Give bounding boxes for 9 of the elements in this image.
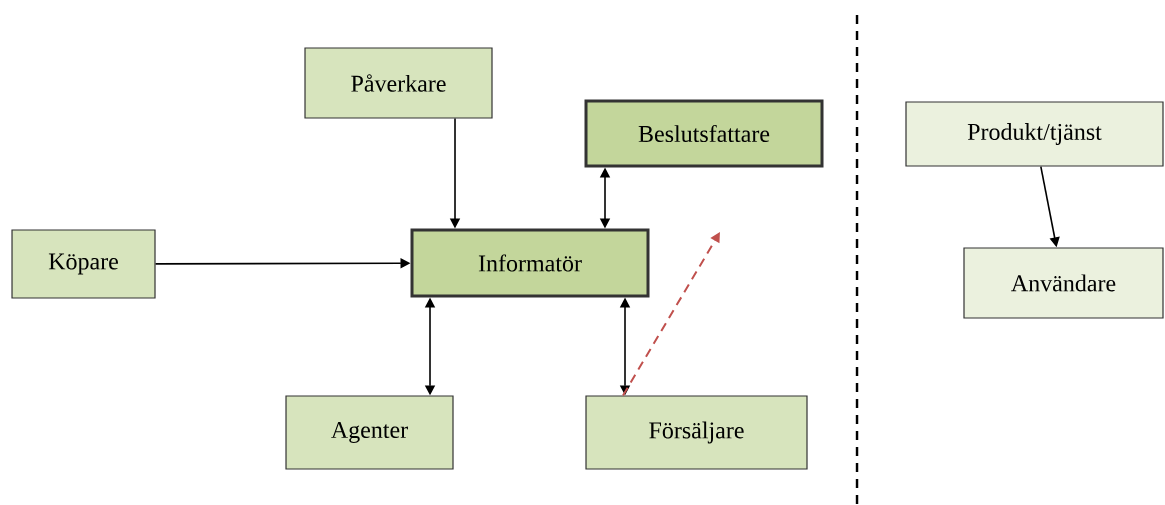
- dashed-arrow: [622, 232, 720, 397]
- role-box: Försäljare: [585, 395, 808, 470]
- role-box: Påverkare: [304, 47, 493, 119]
- highlighted-box: Informatör: [410, 228, 650, 298]
- highlighted-box: Beslutsfattare: [584, 99, 824, 168]
- role-box: Köpare: [11, 229, 156, 299]
- role-box: Produkt/tjänst: [905, 101, 1164, 167]
- role-box: Användare: [963, 247, 1164, 319]
- role-box: Agenter: [285, 395, 454, 470]
